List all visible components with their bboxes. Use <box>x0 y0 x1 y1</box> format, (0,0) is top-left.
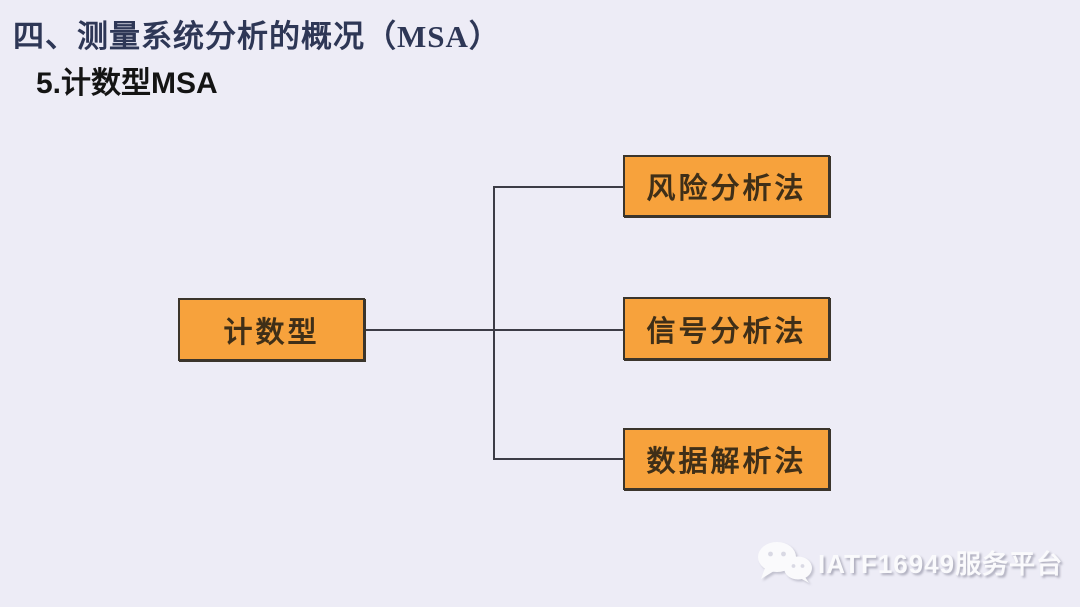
diagram-node-risk-analysis: 风险分析法 <box>623 155 830 217</box>
diagram-node-signal-analysis-label: 信号分析法 <box>646 315 807 348</box>
page-subtitle: 5.计数型MSA <box>36 67 218 100</box>
connector-trunk <box>493 186 495 460</box>
wechat-icon <box>758 542 812 583</box>
connector-branch-bottom <box>493 458 623 460</box>
diagram-node-signal-analysis: 信号分析法 <box>623 297 830 360</box>
connector-branch-top <box>493 186 623 188</box>
page-title: 四、测量系统分析的概况（MSA） <box>13 19 501 54</box>
diagram-node-root-label: 计数型 <box>223 316 320 349</box>
diagram-node-data-analysis: 数据解析法 <box>623 428 830 490</box>
diagram-node-data-analysis-label: 数据解析法 <box>646 446 807 478</box>
diagram-node-risk-analysis-label: 风险分析法 <box>646 173 807 205</box>
diagram-node-root: 计数型 <box>178 298 365 361</box>
connector-branch-middle <box>365 329 623 331</box>
watermark: IATF16949服务平台 <box>756 541 1063 583</box>
watermark-text: IATF16949服务平台 <box>818 548 1064 579</box>
